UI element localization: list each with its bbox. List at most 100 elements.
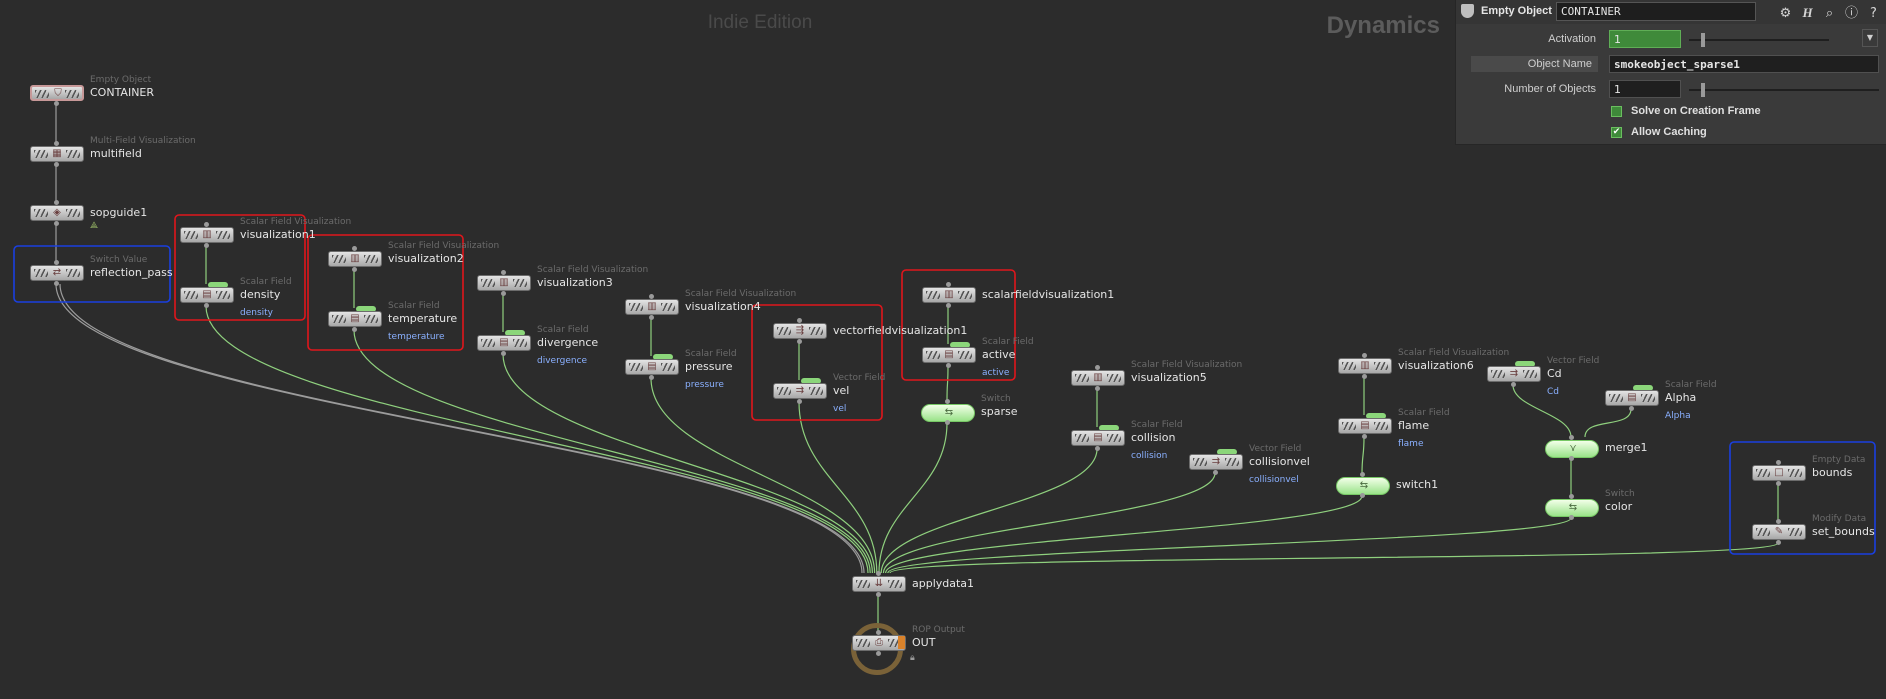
node-flag-stripes[interactable] xyxy=(888,639,902,647)
node-flag-stripes[interactable] xyxy=(777,387,791,395)
node-flag-stripes[interactable] xyxy=(1075,434,1089,442)
node-tile[interactable]: ▥ xyxy=(625,299,679,315)
node-output-connector[interactable] xyxy=(945,420,950,425)
node-flag-stripes[interactable] xyxy=(66,209,80,217)
node-output-connector[interactable] xyxy=(649,375,654,380)
node-tile[interactable]: ▤ xyxy=(1605,390,1659,406)
node-name-label[interactable]: visualization4 xyxy=(685,300,761,313)
node-input-connector[interactable] xyxy=(54,141,59,146)
node-flag-stripes[interactable] xyxy=(34,150,48,158)
node-name-label[interactable]: vectorfieldvisualization1 xyxy=(833,324,968,337)
node-flag-stripes[interactable] xyxy=(216,231,230,239)
node-field-input-pill[interactable] xyxy=(1217,449,1237,455)
wire[interactable] xyxy=(205,305,869,574)
node-field-input-pill[interactable] xyxy=(505,330,525,336)
houdini-h-icon[interactable]: H xyxy=(1802,5,1813,20)
node-flag-stripes[interactable] xyxy=(629,363,643,371)
node-input-connector[interactable] xyxy=(1360,472,1365,477)
node-output-connector[interactable] xyxy=(649,315,654,320)
node-flag-stripes[interactable] xyxy=(1491,370,1505,378)
node-flag-stripes[interactable] xyxy=(184,231,198,239)
node-flag-stripes[interactable] xyxy=(364,315,378,323)
node-flag-stripes[interactable] xyxy=(661,303,675,311)
node-name-label[interactable]: OUT xyxy=(912,636,936,649)
node-flag-stripes[interactable] xyxy=(481,339,495,347)
node-input-connector[interactable] xyxy=(54,260,59,265)
node-flag-stripes[interactable] xyxy=(1107,434,1121,442)
node-flag-stripes[interactable] xyxy=(1788,469,1802,477)
node-name-label[interactable]: flame xyxy=(1398,419,1430,432)
node-flag-stripes[interactable] xyxy=(513,339,527,347)
node-tile[interactable]: ⇶ xyxy=(773,323,827,339)
gear-icon[interactable]: ⚙ xyxy=(1779,6,1792,21)
node-name-label[interactable]: bounds xyxy=(1812,466,1853,479)
node-name-label[interactable]: set_bounds xyxy=(1812,525,1875,538)
node-output-connector[interactable] xyxy=(1776,481,1781,486)
node-flag-stripes[interactable] xyxy=(1609,394,1623,402)
chevron-down-icon[interactable]: ▼ xyxy=(1862,29,1878,47)
number-of-objects-slider[interactable] xyxy=(1689,83,1879,97)
node-output-connector[interactable] xyxy=(1095,446,1100,451)
node-input-connector[interactable] xyxy=(1095,365,1100,370)
node-name-label[interactable]: Alpha xyxy=(1665,391,1697,404)
wire[interactable] xyxy=(502,353,873,574)
node-flag-stripes[interactable] xyxy=(1342,422,1356,430)
node-tile[interactable]: ▤ xyxy=(328,311,382,327)
node-output-connector[interactable] xyxy=(501,291,506,296)
node-input-connector[interactable] xyxy=(1569,494,1574,499)
node-flag-stripes[interactable] xyxy=(777,327,791,335)
node-flag-stripes[interactable] xyxy=(513,279,527,287)
wire[interactable] xyxy=(59,283,865,574)
node-tile[interactable]: ▤ xyxy=(922,347,976,363)
node-name-label[interactable]: visualization1 xyxy=(240,228,316,241)
node-flag-stripes[interactable] xyxy=(1075,374,1089,382)
node-output-connector[interactable] xyxy=(54,221,59,226)
help-icon[interactable]: ? xyxy=(1870,6,1877,21)
node-name-field[interactable]: CONTAINER xyxy=(1556,2,1756,21)
node-output-connector[interactable] xyxy=(1095,386,1100,391)
node-output-connector[interactable] xyxy=(54,281,59,286)
node-input-connector[interactable] xyxy=(352,246,357,251)
node-tile[interactable]: ▥ xyxy=(328,251,382,267)
info-icon[interactable]: ⓘ xyxy=(1844,6,1858,21)
node-name-label[interactable]: CONTAINER xyxy=(90,86,155,99)
node-name-label[interactable]: sparse xyxy=(981,405,1018,418)
node-name-label[interactable]: visualization2 xyxy=(388,252,464,265)
node-output-connector[interactable] xyxy=(876,592,881,597)
node-output-connector[interactable] xyxy=(1776,540,1781,545)
search-icon[interactable]: ⌕ xyxy=(1825,6,1834,21)
node-tile[interactable]: ▥ xyxy=(1071,370,1125,386)
node-tile[interactable]: □ xyxy=(1752,465,1806,481)
node-name-label[interactable]: pressure xyxy=(685,360,733,373)
node-output-connector[interactable] xyxy=(1629,406,1634,411)
node-output-connector[interactable] xyxy=(1362,374,1367,379)
node-name-label[interactable]: collision xyxy=(1131,431,1176,444)
number-of-objects-slider-thumb[interactable] xyxy=(1701,83,1705,97)
node-tile[interactable]: ▤ xyxy=(1071,430,1125,446)
node-flag-stripes[interactable] xyxy=(809,327,823,335)
node-output-connector[interactable] xyxy=(797,399,802,404)
node-flag-stripes[interactable] xyxy=(1342,362,1356,370)
node-tile[interactable]: ⇄ xyxy=(30,265,84,281)
node-input-connector[interactable] xyxy=(945,399,950,404)
display-flag[interactable] xyxy=(898,636,905,649)
node-name-label[interactable]: sopguide1 xyxy=(90,206,148,219)
node-tile[interactable]: ✎ xyxy=(1752,524,1806,540)
node-name-label[interactable]: merge1 xyxy=(1605,441,1648,454)
node-name-label[interactable]: visualization5 xyxy=(1131,371,1207,384)
node-output-connector[interactable] xyxy=(204,303,209,308)
node-input-connector[interactable] xyxy=(1362,353,1367,358)
node-flag-stripes[interactable] xyxy=(332,255,346,263)
node-flag-stripes[interactable] xyxy=(1374,362,1388,370)
node-output-connector[interactable] xyxy=(204,243,209,248)
node-tile[interactable]: ◈ xyxy=(30,205,84,221)
node-name-label[interactable]: switch1 xyxy=(1396,478,1439,491)
node-output-connector[interactable] xyxy=(1569,456,1574,461)
node-flag-stripes[interactable] xyxy=(481,279,495,287)
node-flag-stripes[interactable] xyxy=(216,291,230,299)
object-name-field[interactable]: smokeobject_sparse1 xyxy=(1609,55,1879,73)
node-input-connector[interactable] xyxy=(501,270,506,275)
node-tile[interactable]: ▤ xyxy=(1338,418,1392,434)
node-field-input-pill[interactable] xyxy=(653,354,673,360)
node-flag-stripes[interactable] xyxy=(1756,528,1770,536)
